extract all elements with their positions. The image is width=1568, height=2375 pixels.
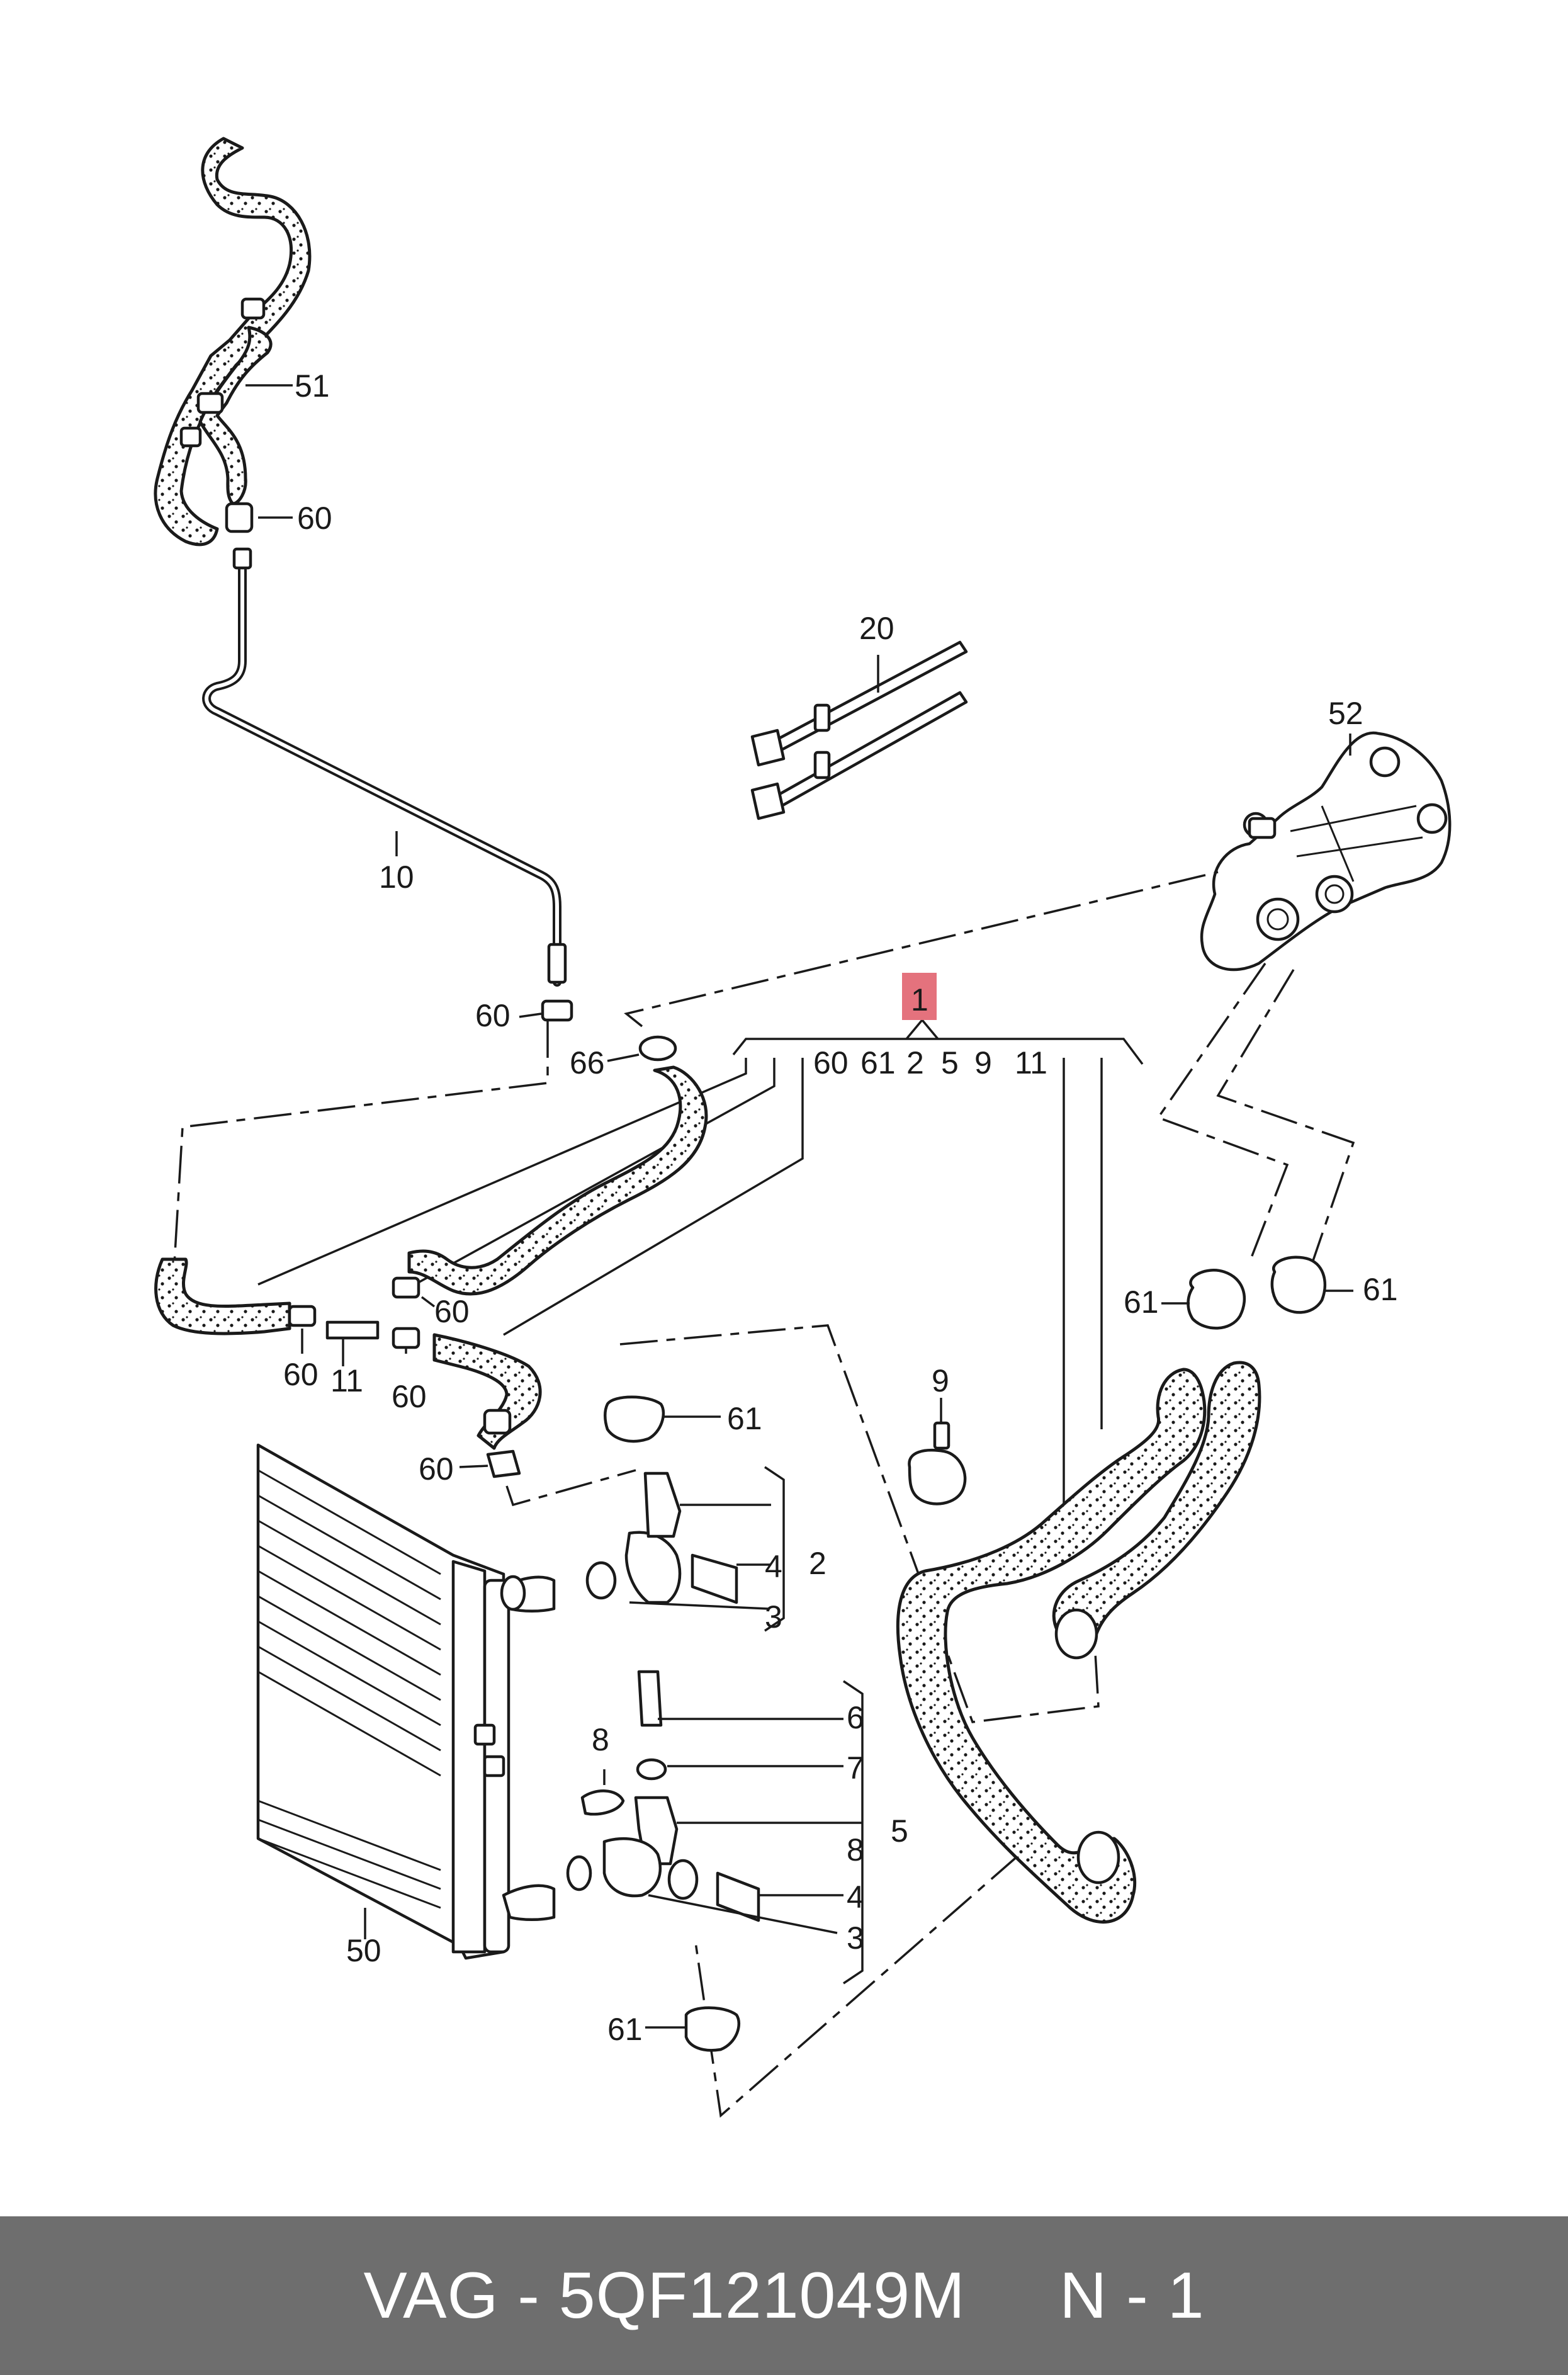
label-3: 3 [847,1920,864,1956]
label-6: 6 [847,1700,864,1735]
kit-item-61: 61 [860,1045,896,1080]
label-60: 60 [297,501,332,536]
label-60: 60 [283,1357,319,1392]
clips-61-right [1161,1256,1353,1330]
parts-diagram: 51 60 20 10 52 60 66 1 60 61 2 5 9 11 60… [154,137,1452,2118]
label-8: 8 [847,1832,864,1868]
kit-item-11: 11 [1015,1045,1047,1080]
middle-hoses [154,1065,708,1450]
label-61: 61 [607,2012,643,2047]
bracket-20 [750,640,968,820]
label-9: 9 [932,1363,949,1398]
label-60: 60 [392,1379,427,1414]
label-5: 5 [891,1813,908,1849]
label-10: 10 [379,859,414,895]
label-4: 4 [765,1549,782,1584]
label-60: 60 [475,998,510,1033]
label-7: 7 [847,1750,864,1786]
label-66: 66 [570,1045,605,1080]
label-11: 11 [330,1363,363,1398]
label-2: 2 [809,1546,826,1581]
highlight-box-1 [902,973,937,1020]
label-61: 61 [1124,1284,1159,1320]
connector-assembly-5 [566,1670,864,1985]
lower-hoses [896,1361,1261,1924]
kit-item-9: 9 [974,1045,992,1080]
kit-bracket-1 [257,1018,1144,1524]
kit-item-5: 5 [941,1045,959,1080]
connector-assembly-2 [500,1466,785,1632]
heater-hose-assembly [154,137,312,547]
label-61: 61 [1363,1272,1398,1307]
label-20: 20 [859,611,894,646]
kit-item-2: 2 [906,1045,924,1080]
label-3: 3 [765,1599,782,1635]
kit-item-60: 60 [813,1045,849,1080]
label-60: 60 [434,1294,470,1329]
reference-lines [172,871,1355,2118]
part-number-text: VAG - 5QF121049M N - 1 [363,2259,1205,2332]
thermostat-housing-52 [1200,731,1452,972]
label-52: 52 [1328,696,1363,731]
label-4: 4 [847,1879,864,1915]
coolant-pipe-10 [202,547,567,987]
coolant-hose-diagram: 51 60 20 10 52 60 66 1 60 61 2 5 9 11 60… [154,137,1452,2118]
label-51: 51 [295,368,330,404]
clip-9 [908,1398,967,1505]
clip-60-lower [459,1449,521,1478]
clip-61-mid [604,1395,721,1443]
clip-66 [607,1035,677,1062]
clip-60-upper [519,999,573,1022]
label-8: 8 [592,1722,609,1757]
label-61: 61 [727,1401,762,1436]
radiator-50 [256,1443,556,1960]
label-50: 50 [346,1933,381,1968]
callout-labels: 51 60 20 10 52 60 66 1 60 61 2 5 9 11 60… [283,368,1398,2047]
label-60: 60 [419,1451,454,1487]
part-number-footer: VAG - 5QF121049M N - 1 [0,2216,1568,2375]
label-1: 1 [911,982,928,1017]
clip-61-bottom [645,2006,741,2052]
